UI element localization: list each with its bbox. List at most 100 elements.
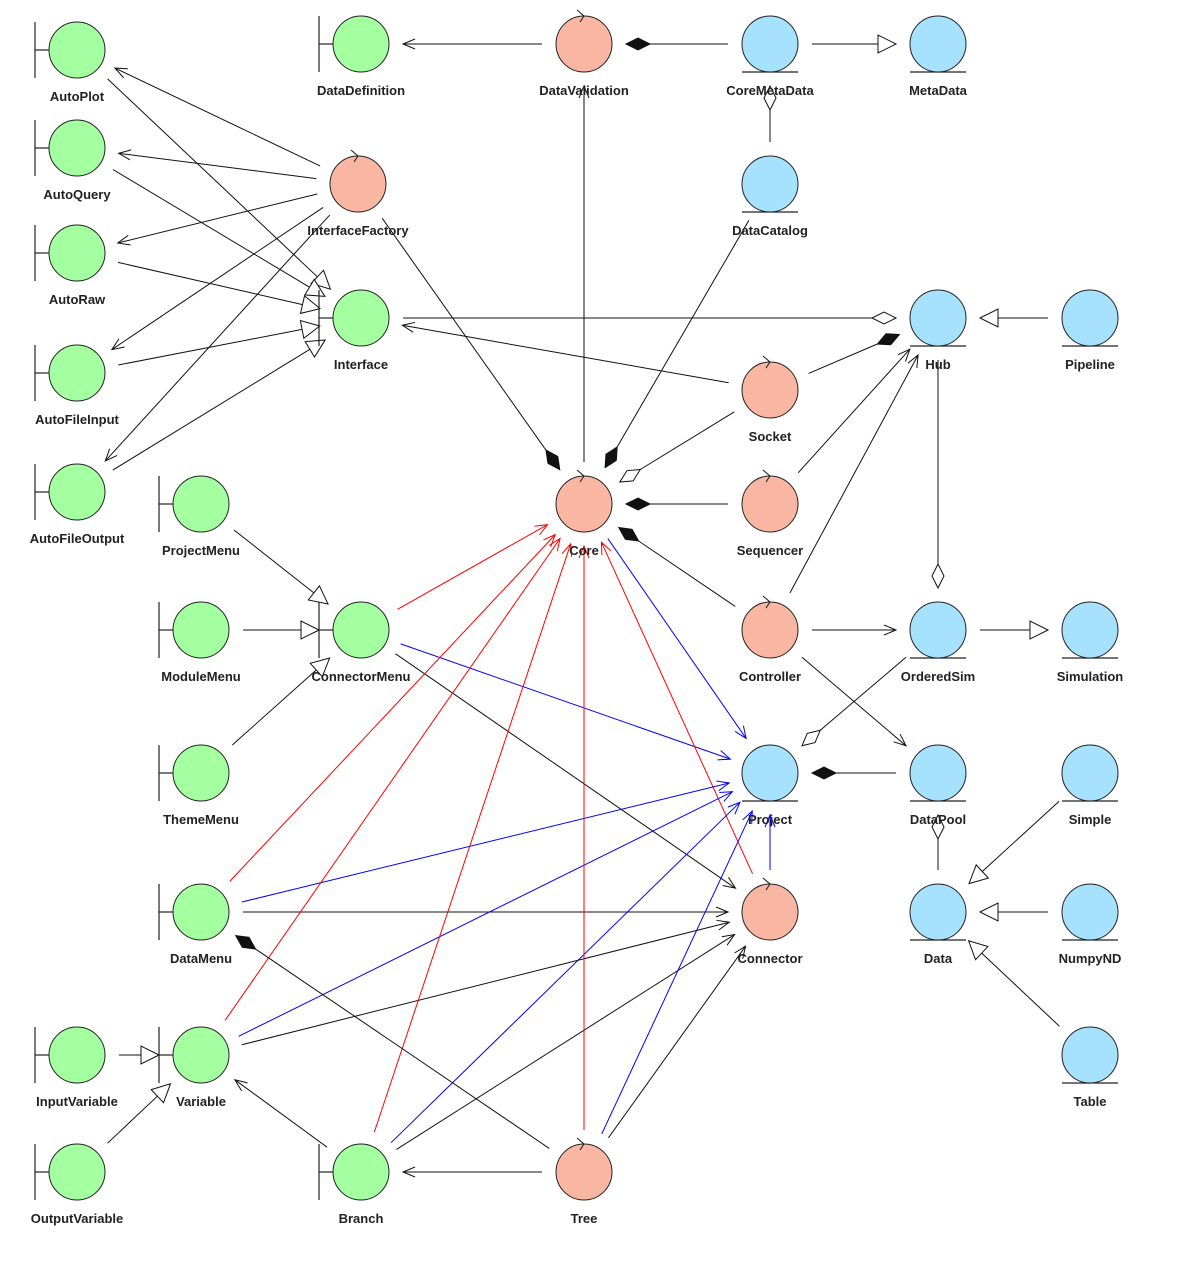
inheritance-arrowhead [299, 319, 321, 340]
node-data[interactable]: Data [909, 883, 967, 966]
node-controller[interactable]: Controller [739, 595, 801, 684]
boundary-circle [332, 289, 390, 347]
node-autoquery[interactable]: AutoQuery [34, 119, 111, 202]
edge-connectormenu-to-project [400, 643, 732, 761]
edge-socket-to-core [618, 411, 735, 483]
edge-interfacefactory-to-autofileoutput [104, 214, 331, 462]
inheritance-arrowhead [307, 584, 329, 605]
node-table[interactable]: Table [1061, 1026, 1119, 1109]
edge-line [117, 261, 303, 306]
edge-interfacefactory-to-autoraw [116, 193, 318, 246]
boundary-circle [48, 224, 106, 282]
node-label: AutoPlot [50, 89, 105, 104]
node-label: MetaData [909, 83, 968, 98]
node-sequencer[interactable]: Sequencer [737, 469, 803, 558]
boundary-circle [48, 463, 106, 521]
edge-line [981, 800, 1060, 872]
boundary-circle [48, 344, 106, 402]
node-modulemenu[interactable]: ModuleMenu [158, 601, 241, 684]
node-label: Connector [738, 951, 803, 966]
node-simulation[interactable]: Simulation [1057, 601, 1124, 684]
edge-connector-to-core [600, 541, 754, 874]
node-coremetadata[interactable]: CoreMetaData [726, 15, 814, 98]
node-autofileoutput[interactable]: AutoFileOutput [30, 463, 125, 546]
edge-variable-to-project [238, 791, 734, 1037]
node-hub[interactable]: Hub [909, 289, 967, 372]
node-label: Simple [1069, 812, 1112, 827]
edge-orderedsim-to-project [801, 656, 907, 747]
control-arrow-mark [762, 469, 771, 483]
node-label: Project [748, 812, 793, 827]
edge-line [229, 534, 556, 882]
edge-datacatalog-to-coremetadata [763, 84, 777, 142]
node-tree[interactable]: Tree [555, 1137, 613, 1226]
edge-interfacefactory-to-autofileinput [110, 207, 324, 351]
edge-projectmenu-to-connectormenu [233, 529, 329, 605]
node-datavalidation[interactable]: DataValidation [539, 9, 629, 98]
node-connectormenu[interactable]: ConnectorMenu [312, 601, 411, 684]
node-label: Simulation [1057, 669, 1124, 684]
edge-sequencer-to-hub [797, 348, 911, 474]
node-connector[interactable]: Connector [738, 877, 803, 966]
node-autoplot[interactable]: AutoPlot [34, 21, 106, 104]
inheritance-arrowhead [304, 339, 327, 358]
edge-orderedsim-to-simulation [980, 620, 1050, 640]
node-label: Tree [571, 1211, 598, 1226]
edge-line [381, 218, 547, 451]
node-autoraw[interactable]: AutoRaw [34, 224, 106, 307]
node-branch[interactable]: Branch [318, 1143, 390, 1226]
node-orderedsim[interactable]: OrderedSim [901, 601, 975, 684]
edge-tree-to-core [578, 544, 590, 1130]
node-variable[interactable]: Variable [158, 1026, 230, 1109]
node-datacatalog[interactable]: DataCatalog [732, 155, 808, 238]
node-autofileinput[interactable]: AutoFileInput [34, 344, 120, 427]
node-datamenu[interactable]: DataMenu [158, 883, 232, 966]
boundary-circle [332, 15, 390, 73]
node-label: NumpyND [1059, 951, 1122, 966]
node-label: ModuleMenu [161, 669, 240, 684]
node-outputvariable[interactable]: OutputVariable [31, 1143, 123, 1226]
node-datadefinition[interactable]: DataDefinition [317, 15, 405, 98]
control-arrow-mark [576, 9, 585, 23]
node-metadata[interactable]: MetaData [909, 15, 968, 98]
boundary-circle [48, 1143, 106, 1201]
composition-diamond [624, 37, 652, 51]
node-thememenu[interactable]: ThemeMenu [158, 744, 239, 827]
inheritance-arrowhead [968, 863, 990, 885]
edge-pipeline-to-hub [978, 308, 1048, 328]
aggregation-diamond [931, 562, 945, 590]
node-label: Variable [176, 1094, 226, 1109]
node-label: Core [569, 543, 599, 558]
node-label: Interface [334, 357, 388, 372]
node-socket[interactable]: Socket [741, 355, 799, 444]
node-interfacefactory[interactable]: InterfaceFactory [307, 149, 409, 238]
node-interface[interactable]: Interface [318, 289, 390, 372]
node-projectmenu[interactable]: ProjectMenu [158, 475, 240, 558]
boundary-circle [172, 883, 230, 941]
boundary-circle [172, 475, 230, 533]
aggregation-diamond [618, 468, 642, 483]
node-project[interactable]: Project [741, 744, 799, 827]
node-datapool[interactable]: DataPool [909, 744, 967, 827]
control-arrow-mark [576, 469, 585, 483]
node-inputvariable[interactable]: InputVariable [34, 1026, 118, 1109]
edge-line [241, 921, 730, 1046]
node-label: DataValidation [539, 83, 629, 98]
edge-tree-to-datamenu [234, 934, 550, 1149]
control-arrow-mark [762, 595, 771, 609]
edge-sequencer-to-core [624, 497, 728, 511]
node-numpynd[interactable]: NumpyND [1059, 883, 1122, 966]
edge-line [396, 934, 735, 1150]
node-core[interactable]: Core [555, 469, 613, 558]
edge-line [797, 348, 911, 474]
edge-autoraw-to-interface [117, 261, 322, 315]
edge-line [112, 348, 311, 471]
node-simple[interactable]: Simple [1061, 744, 1119, 827]
node-pipeline[interactable]: Pipeline [1061, 289, 1119, 372]
edge-socket-to-hub [808, 333, 901, 374]
node-label: AutoFileInput [35, 412, 119, 427]
entity-circle [909, 744, 967, 802]
edge-interface-to-hub [403, 311, 898, 325]
edge-line [118, 152, 317, 180]
